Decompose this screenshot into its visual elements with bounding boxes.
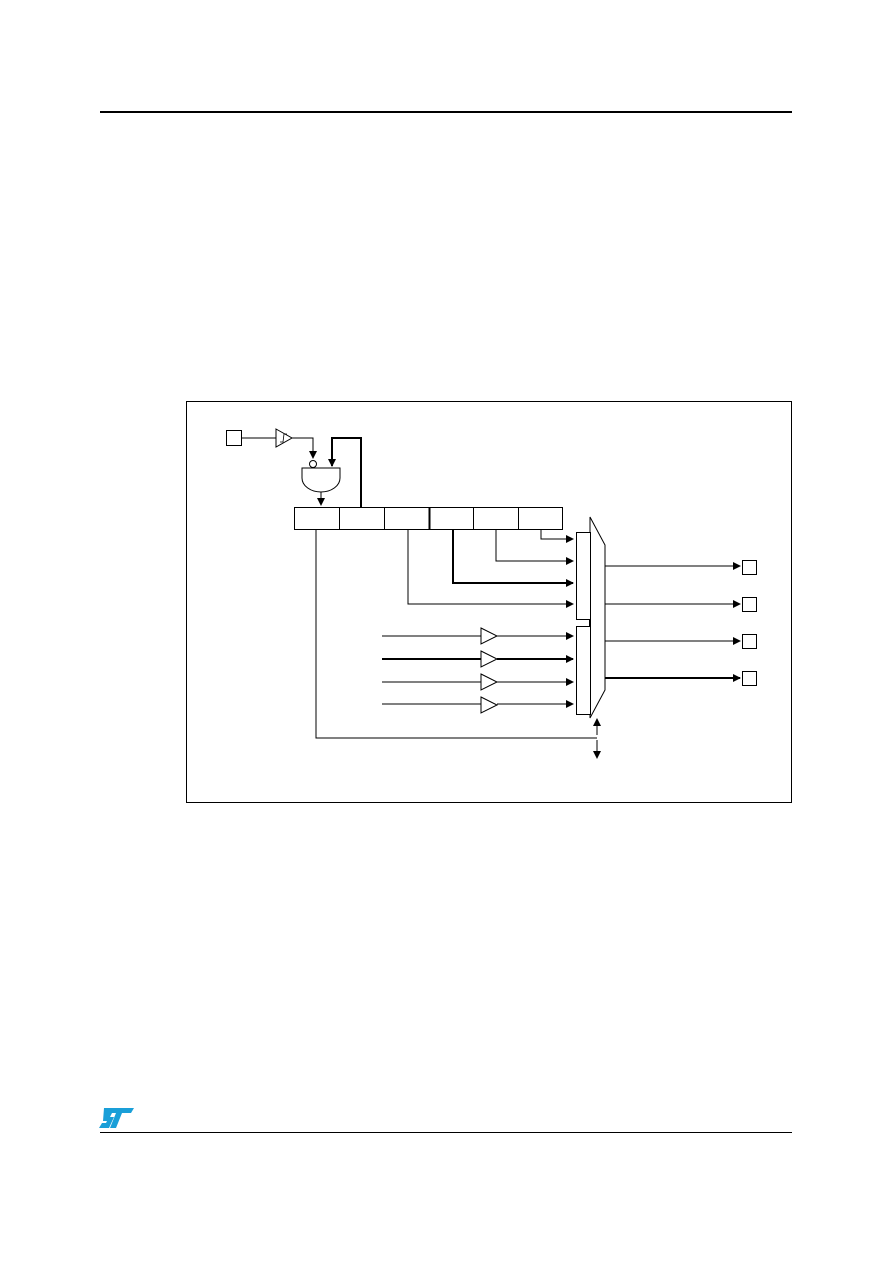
enable-line [315,530,597,739]
multiplexer [576,516,606,719]
output-pin-3 [742,634,757,649]
feedback-line [328,437,362,507]
footer-rule [100,1132,792,1133]
output-pin-2 [742,597,757,612]
output-pin-1 [742,560,757,575]
diagram-frame [186,401,792,803]
control-register [294,507,563,530]
outputs [605,562,741,682]
st-logo [99,1108,134,1128]
header-rule [100,111,792,113]
input-pin [226,430,242,446]
and-gate [301,460,341,493]
output-pin-4 [742,671,757,686]
schmitt-buffer [275,428,294,448]
buffered-inputs [382,627,574,714]
